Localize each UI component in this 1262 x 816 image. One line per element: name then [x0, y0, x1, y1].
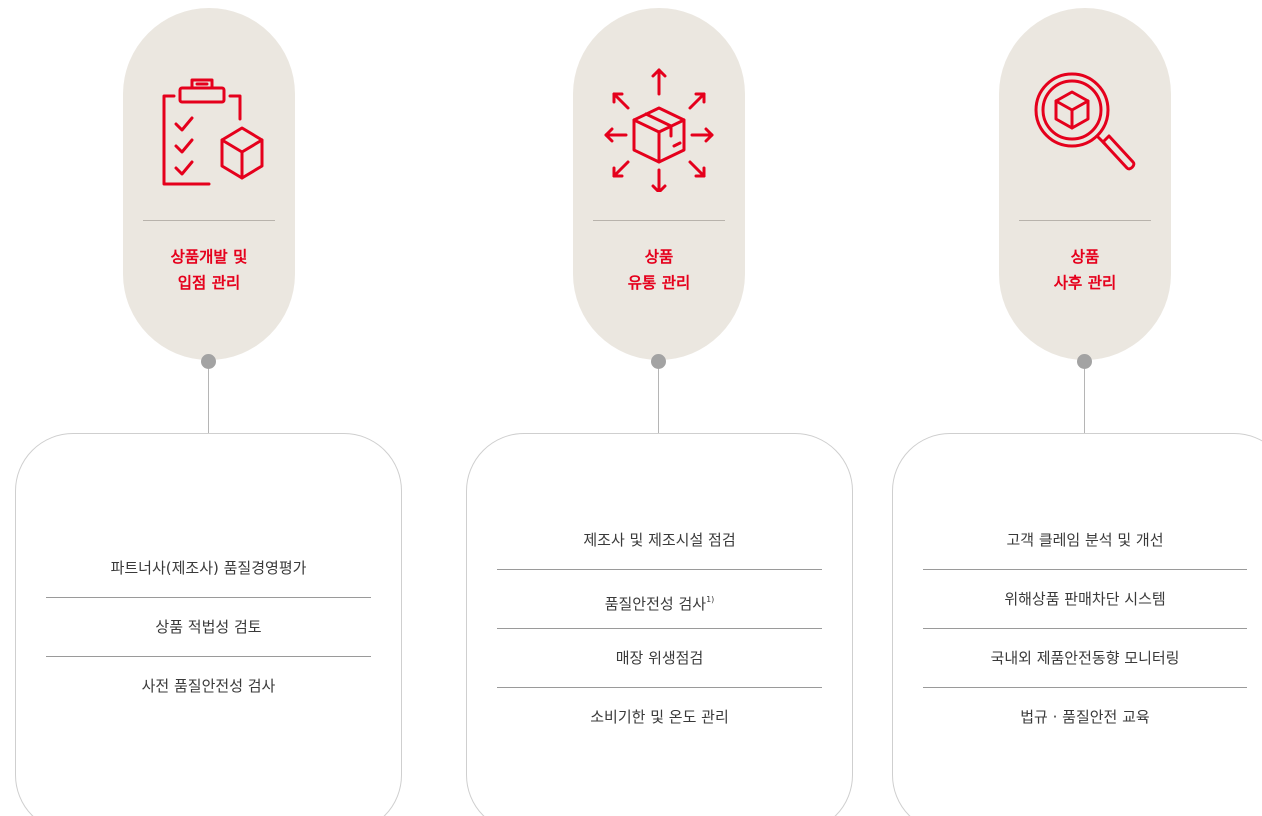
pill-divider	[1019, 220, 1151, 221]
stage-title-line2: 사후 관리	[1053, 274, 1117, 292]
task-item: 파트너사(제조사) 품질경영평가	[46, 539, 371, 598]
stage-title: 상품 사후 관리	[999, 244, 1171, 296]
connector-line	[208, 369, 209, 433]
pill-divider	[593, 220, 725, 221]
task-item: 고객 클레임 분석 및 개선	[923, 511, 1247, 570]
task-item: 상품 적법성 검토	[46, 598, 371, 657]
task-item: 소비기한 및 온도 관리	[590, 708, 729, 726]
stage-task-card: 파트너사(제조사) 품질경영평가 상품 적법성 검토 사전 품질안전성 검사	[15, 433, 402, 816]
clipboard-checklist-box-icon	[162, 78, 264, 186]
box-distribution-arrows-icon	[604, 68, 714, 192]
task-item: 사전 품질안전성 검사	[141, 677, 276, 695]
stage-title: 상품 유통 관리	[573, 244, 745, 296]
stage-title-line2: 입점 관리	[177, 274, 241, 292]
stage-task-card: 제조사 및 제조시설 점검 품질안전성 검사1) 매장 위생점검 소비기한 및 …	[466, 433, 853, 816]
task-item: 국내외 제품안전동향 모니터링	[923, 629, 1247, 688]
connector-node	[1077, 354, 1092, 369]
task-item: 제조사 및 제조시설 점검	[497, 511, 822, 570]
magnifier-box-icon	[1034, 72, 1136, 171]
task-item: 매장 위생점검	[497, 629, 822, 688]
task-item: 법규 · 품질안전 교육	[1020, 708, 1150, 726]
stage-pill: 상품개발 및 입점 관리	[123, 8, 295, 360]
stage-title-line1: 상품	[1070, 248, 1100, 266]
stage-title-line1: 상품	[644, 248, 674, 266]
stage-pill: 상품 사후 관리	[999, 8, 1171, 360]
stage-title-line2: 유통 관리	[627, 274, 691, 292]
pill-divider	[143, 220, 275, 221]
connector-line	[1084, 369, 1085, 433]
connector-node	[201, 354, 216, 369]
task-item: 품질안전성 검사1)	[497, 570, 822, 629]
stage-pill: 상품 유통 관리	[573, 8, 745, 360]
stage-title: 상품개발 및 입점 관리	[123, 244, 295, 296]
connector-node	[651, 354, 666, 369]
connector-line	[658, 369, 659, 433]
stage-task-card: 고객 클레임 분석 및 개선 위해상품 판매차단 시스템 국내외 제품안전동향 …	[892, 433, 1262, 816]
task-item: 위해상품 판매차단 시스템	[923, 570, 1247, 629]
stage-title-line1: 상품개발 및	[170, 248, 248, 266]
